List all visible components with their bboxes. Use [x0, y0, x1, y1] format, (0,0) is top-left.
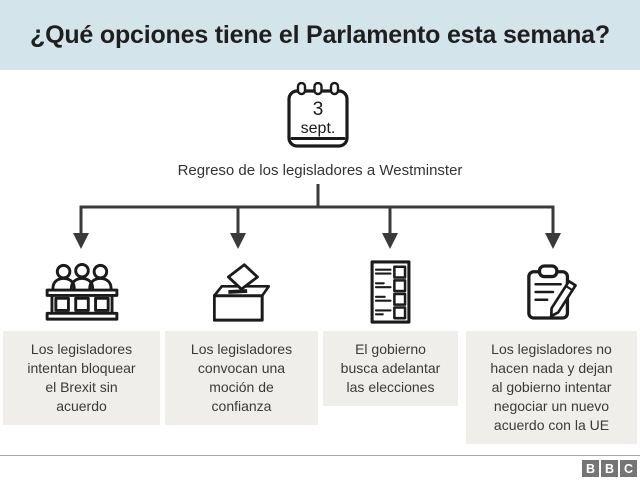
subtitle: Regreso de los legisladores a Westminste… — [177, 162, 463, 179]
clipboard-pencil-icon — [525, 252, 579, 331]
option-column-3: El gobierno busca adelantar las eleccion… — [323, 252, 458, 406]
option-column-2: Los legisladores convocan una moción de … — [165, 252, 318, 425]
ballot-paper-icon — [370, 252, 411, 331]
parliament-bench-icon — [45, 252, 119, 331]
page-title: ¿Qué opciones tiene el Parlamento esta s… — [30, 21, 610, 49]
calendar-day: 3 — [313, 99, 324, 120]
calendar-month: sept. — [301, 120, 336, 137]
option-column-1: Los legisladores intentan bloquear el Br… — [3, 252, 160, 425]
calendar-icon: 3 sept. — [286, 81, 350, 150]
option-text-3: El gobierno busca adelantar las eleccion… — [323, 331, 458, 406]
bbc-logo: B B C — [582, 460, 637, 477]
title-band: ¿Qué opciones tiene el Parlamento esta s… — [0, 0, 640, 70]
ballot-box-icon — [213, 252, 270, 331]
branch-connector — [73, 184, 561, 249]
footer-divider — [0, 455, 640, 456]
option-column-4: Los legisladores no hacen nada y dejan a… — [466, 252, 637, 444]
bbc-logo-letter: B — [582, 460, 599, 477]
option-text-1: Los legisladores intentan bloquear el Br… — [3, 331, 160, 425]
bbc-logo-letter: B — [601, 460, 618, 477]
option-text-4: Los legisladores no hacen nada y dejan a… — [466, 331, 637, 444]
option-text-2: Los legisladores convocan una moción de … — [165, 331, 318, 425]
bbc-logo-letter: C — [620, 460, 637, 477]
arrowheads — [73, 233, 561, 249]
